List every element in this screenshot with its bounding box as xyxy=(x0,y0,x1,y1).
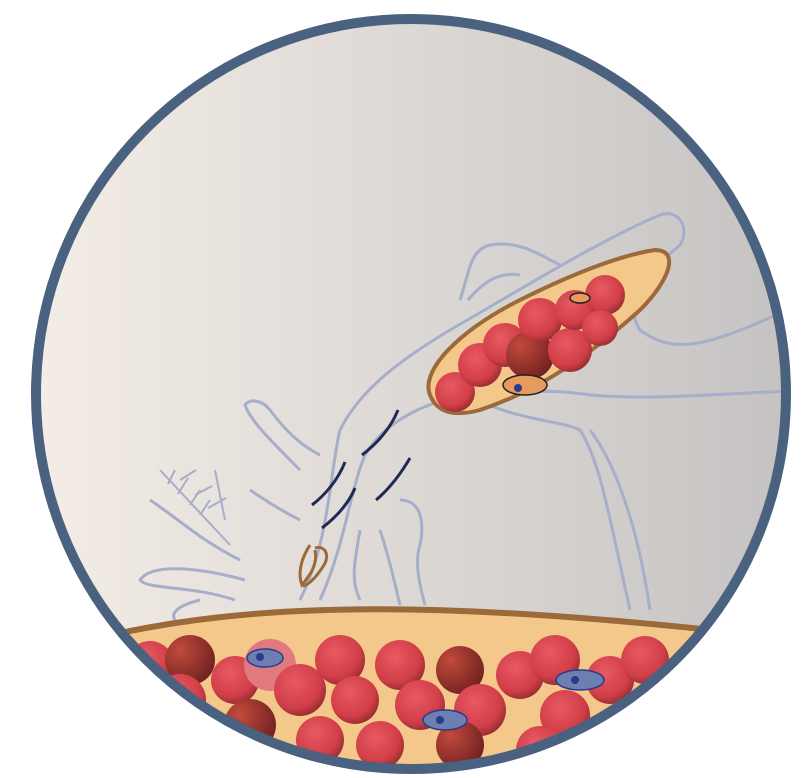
macrophage-icon xyxy=(503,375,547,395)
red-blood-cell-icon xyxy=(585,275,625,315)
red-blood-cell-icon xyxy=(582,310,618,346)
